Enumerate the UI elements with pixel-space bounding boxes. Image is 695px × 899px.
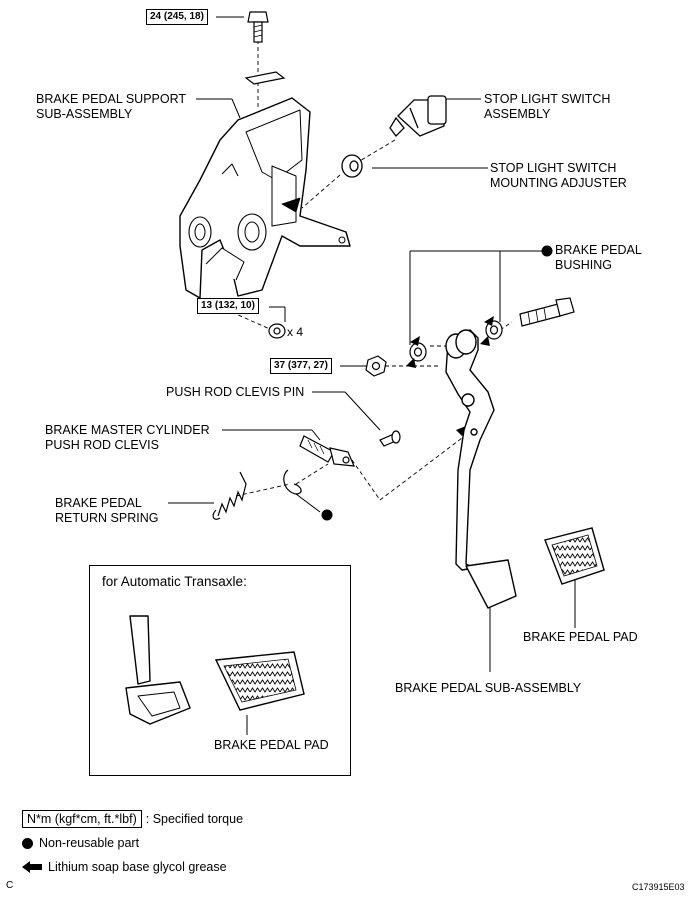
pivot-bolt <box>519 297 575 327</box>
corner-letter: C <box>6 880 14 891</box>
inset-title: for Automatic Transaxle: <box>102 574 247 589</box>
mounting-adjuster-label: STOP LIGHT SWITCH MOUNTING ADJUSTER <box>490 161 627 191</box>
top-washer <box>244 71 286 85</box>
figure-id: C173915E03 <box>632 882 685 892</box>
legend-torque-desc: : Specified torque <box>145 812 244 826</box>
torque-pivot-nut: 37 (377, 27) <box>270 358 332 374</box>
leader-lines <box>168 16 576 735</box>
bushing-label: BRAKE PEDAL BUSHING <box>555 243 642 273</box>
clevis-pin <box>379 430 401 447</box>
grease-arrows <box>406 316 494 436</box>
clevis-label-line2: PUSH ROD CLEVIS <box>45 438 159 452</box>
stop-light-switch-label: STOP LIGHT SWITCH ASSEMBLY <box>484 92 610 122</box>
support-nut <box>268 323 286 339</box>
legend-torque: N*m (kgf*cm, ft.*lbf) : Specified torque <box>22 810 243 828</box>
brake-pedal-pad <box>544 527 605 585</box>
adjuster-label-line1: STOP LIGHT SWITCH <box>490 161 617 175</box>
spring-label-line2: RETURN SPRING <box>55 511 159 525</box>
filled-circle-icon <box>22 837 33 849</box>
top-bolt <box>247 11 269 43</box>
support-label-line2: SUB-ASSEMBLY <box>36 107 133 121</box>
inset-pad-label: BRAKE PEDAL PAD <box>214 738 329 752</box>
clevis-label-line1: BRAKE MASTER CYLINDER <box>45 423 210 437</box>
inset-pedal-arm <box>125 615 191 725</box>
quantity-label: x 4 <box>287 325 304 339</box>
legend-grease-text: Lithium soap base glycol grease <box>48 860 227 874</box>
pad-label: BRAKE PEDAL PAD <box>523 630 638 644</box>
torque-support-nut: 13 (132, 10) <box>197 298 259 314</box>
pedal-assembly-label: BRAKE PEDAL SUB-ASSEMBLY <box>395 681 582 695</box>
adjuster-label-line2: MOUNTING ADJUSTER <box>490 176 627 190</box>
automatic-transaxle-inset: for Automatic Transaxle: BRAKE PEDAL PAD <box>89 565 351 776</box>
grease-arrow-icon <box>22 861 42 873</box>
support-label-line1: BRAKE PEDAL SUPPORT <box>36 92 187 106</box>
brake-pedal-support <box>179 97 351 299</box>
stop-light-switch <box>389 95 447 137</box>
clevis-label: BRAKE MASTER CYLINDER PUSH ROD CLEVIS <box>45 423 210 453</box>
inset-drawing <box>125 615 305 725</box>
return-spring <box>212 471 247 520</box>
non-reusable-marker-clip <box>321 509 333 521</box>
push-rod-pin-label: PUSH ROD CLEVIS PIN <box>166 385 305 399</box>
legend-non-reusable: Non-reusable part <box>22 836 139 850</box>
push-rod-clevis <box>299 435 355 467</box>
brake-pedal-arm <box>445 329 517 609</box>
non-reusable-marker-bushing <box>541 245 553 257</box>
pivot-nut <box>365 355 387 377</box>
bushings <box>409 320 503 362</box>
bushing-label-line2: BUSHING <box>555 258 612 272</box>
inset-pedal-pad <box>214 651 305 711</box>
clip-leader <box>295 493 321 513</box>
switch-label-line1: STOP LIGHT SWITCH <box>484 92 611 106</box>
support-label: BRAKE PEDAL SUPPORT SUB-ASSEMBLY <box>36 92 186 122</box>
switch-label-line2: ASSEMBLY <box>484 107 551 121</box>
spring-label-line1: BRAKE PEDAL <box>55 496 142 510</box>
legend-grease: Lithium soap base glycol grease <box>22 860 227 874</box>
spring-label: BRAKE PEDAL RETURN SPRING <box>55 496 158 526</box>
legend-non-reusable-text: Non-reusable part <box>39 836 140 850</box>
torque-top-bolt: 24 (245, 18) <box>146 9 208 25</box>
legend-torque-unit: N*m (kgf*cm, ft.*lbf) <box>22 810 142 828</box>
bushing-label-line1: BRAKE PEDAL <box>555 243 642 257</box>
mounting-adjuster <box>341 154 363 178</box>
